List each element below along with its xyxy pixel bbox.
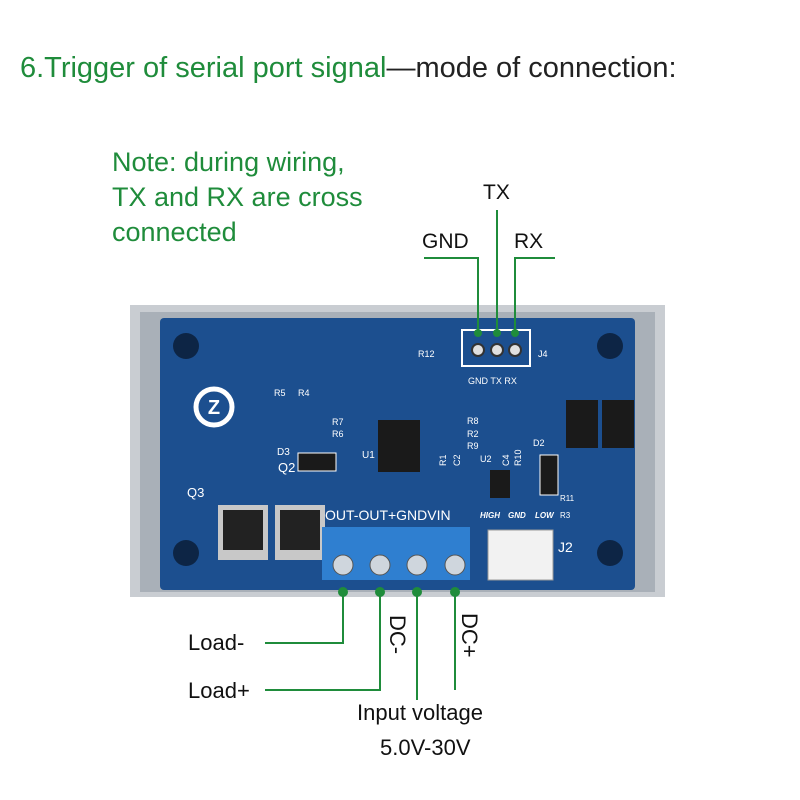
ref-r12: R12 xyxy=(418,349,435,359)
note-line: Note: during wiring, xyxy=(112,147,345,177)
tx-label: TX xyxy=(483,181,510,204)
ref-d2: D2 xyxy=(533,438,545,448)
ref-q3: Q3 xyxy=(187,485,204,500)
ref-r7: R7 xyxy=(332,417,344,427)
terminal-screws xyxy=(332,554,466,576)
rx-label: RX xyxy=(514,230,544,253)
ref-r8: R8 xyxy=(467,416,479,426)
chip-u1 xyxy=(378,420,420,472)
brand-logo: Z xyxy=(193,386,235,428)
optocoupler xyxy=(602,400,634,448)
j2-high: HIGH xyxy=(480,511,500,520)
ref-q2: Q2 xyxy=(278,460,295,475)
ref-u2: U2 xyxy=(480,454,492,464)
ref-r2: R2 xyxy=(467,429,479,439)
title-sub: mode of connection: xyxy=(415,52,677,84)
ref-r5: R5 xyxy=(274,388,286,398)
dc-minus-label: DC- xyxy=(385,615,410,655)
j4-pins xyxy=(471,343,522,357)
input-voltage-range: 5.0V-30V xyxy=(380,735,471,760)
regulator-u2 xyxy=(490,470,510,498)
diode-d3 xyxy=(297,452,337,472)
page-title: 6.Trigger of serial port signal—mode of … xyxy=(20,52,677,85)
title-dash: — xyxy=(386,52,416,84)
ref-j2: J2 xyxy=(558,539,573,555)
terminal-wires xyxy=(265,592,456,700)
note-line: TX and RX are cross xyxy=(112,182,363,212)
wiring-note: Note: during wiring, TX and RX are cross… xyxy=(112,145,363,250)
input-voltage-label: Input voltage xyxy=(357,700,483,725)
ref-r3: R3 xyxy=(560,511,571,520)
title-main: 6.Trigger of serial port signal xyxy=(20,52,387,84)
serial-wire-dots xyxy=(474,329,519,337)
serial-wires xyxy=(424,210,555,333)
j2-connector xyxy=(487,529,554,581)
ref-u1: U1 xyxy=(362,450,375,461)
svg-text:Z: Z xyxy=(208,397,220,419)
gnd-label: GND xyxy=(422,230,469,253)
load-plus-label: Load+ xyxy=(188,678,250,703)
optocoupler xyxy=(566,400,598,448)
terminal-silkscreen: OUT-OUT+GNDVIN xyxy=(325,507,451,523)
ref-j4: J4 xyxy=(538,349,548,359)
ref-r4: R4 xyxy=(298,388,310,398)
terminal-wire-dots xyxy=(338,587,460,597)
ref-r11: R11 xyxy=(560,494,575,503)
note-line: connected xyxy=(112,217,237,247)
ref-c2: C2 xyxy=(452,454,462,466)
mounting-holes xyxy=(173,333,623,566)
dc-plus-label: DC+ xyxy=(457,613,482,658)
load-minus-label: Load- xyxy=(188,630,245,655)
ref-r9: R9 xyxy=(467,441,479,451)
j2-gnd: GND xyxy=(508,511,526,520)
diode-d2 xyxy=(539,454,559,496)
j4-silkscreen: GND TX RX xyxy=(468,376,517,386)
ref-c4: C4 xyxy=(501,454,511,466)
ref-d3: D3 xyxy=(277,447,290,458)
ref-r6: R6 xyxy=(332,429,344,439)
ref-r10: R10 xyxy=(513,449,523,466)
ref-r1: R1 xyxy=(438,454,448,466)
silkscreen-refs: R12 R5 R4 R7 R6 D3 Q2 Q3 U1 R8 R2 R9 R1 … xyxy=(187,349,575,555)
j2-low: LOW xyxy=(535,511,555,520)
